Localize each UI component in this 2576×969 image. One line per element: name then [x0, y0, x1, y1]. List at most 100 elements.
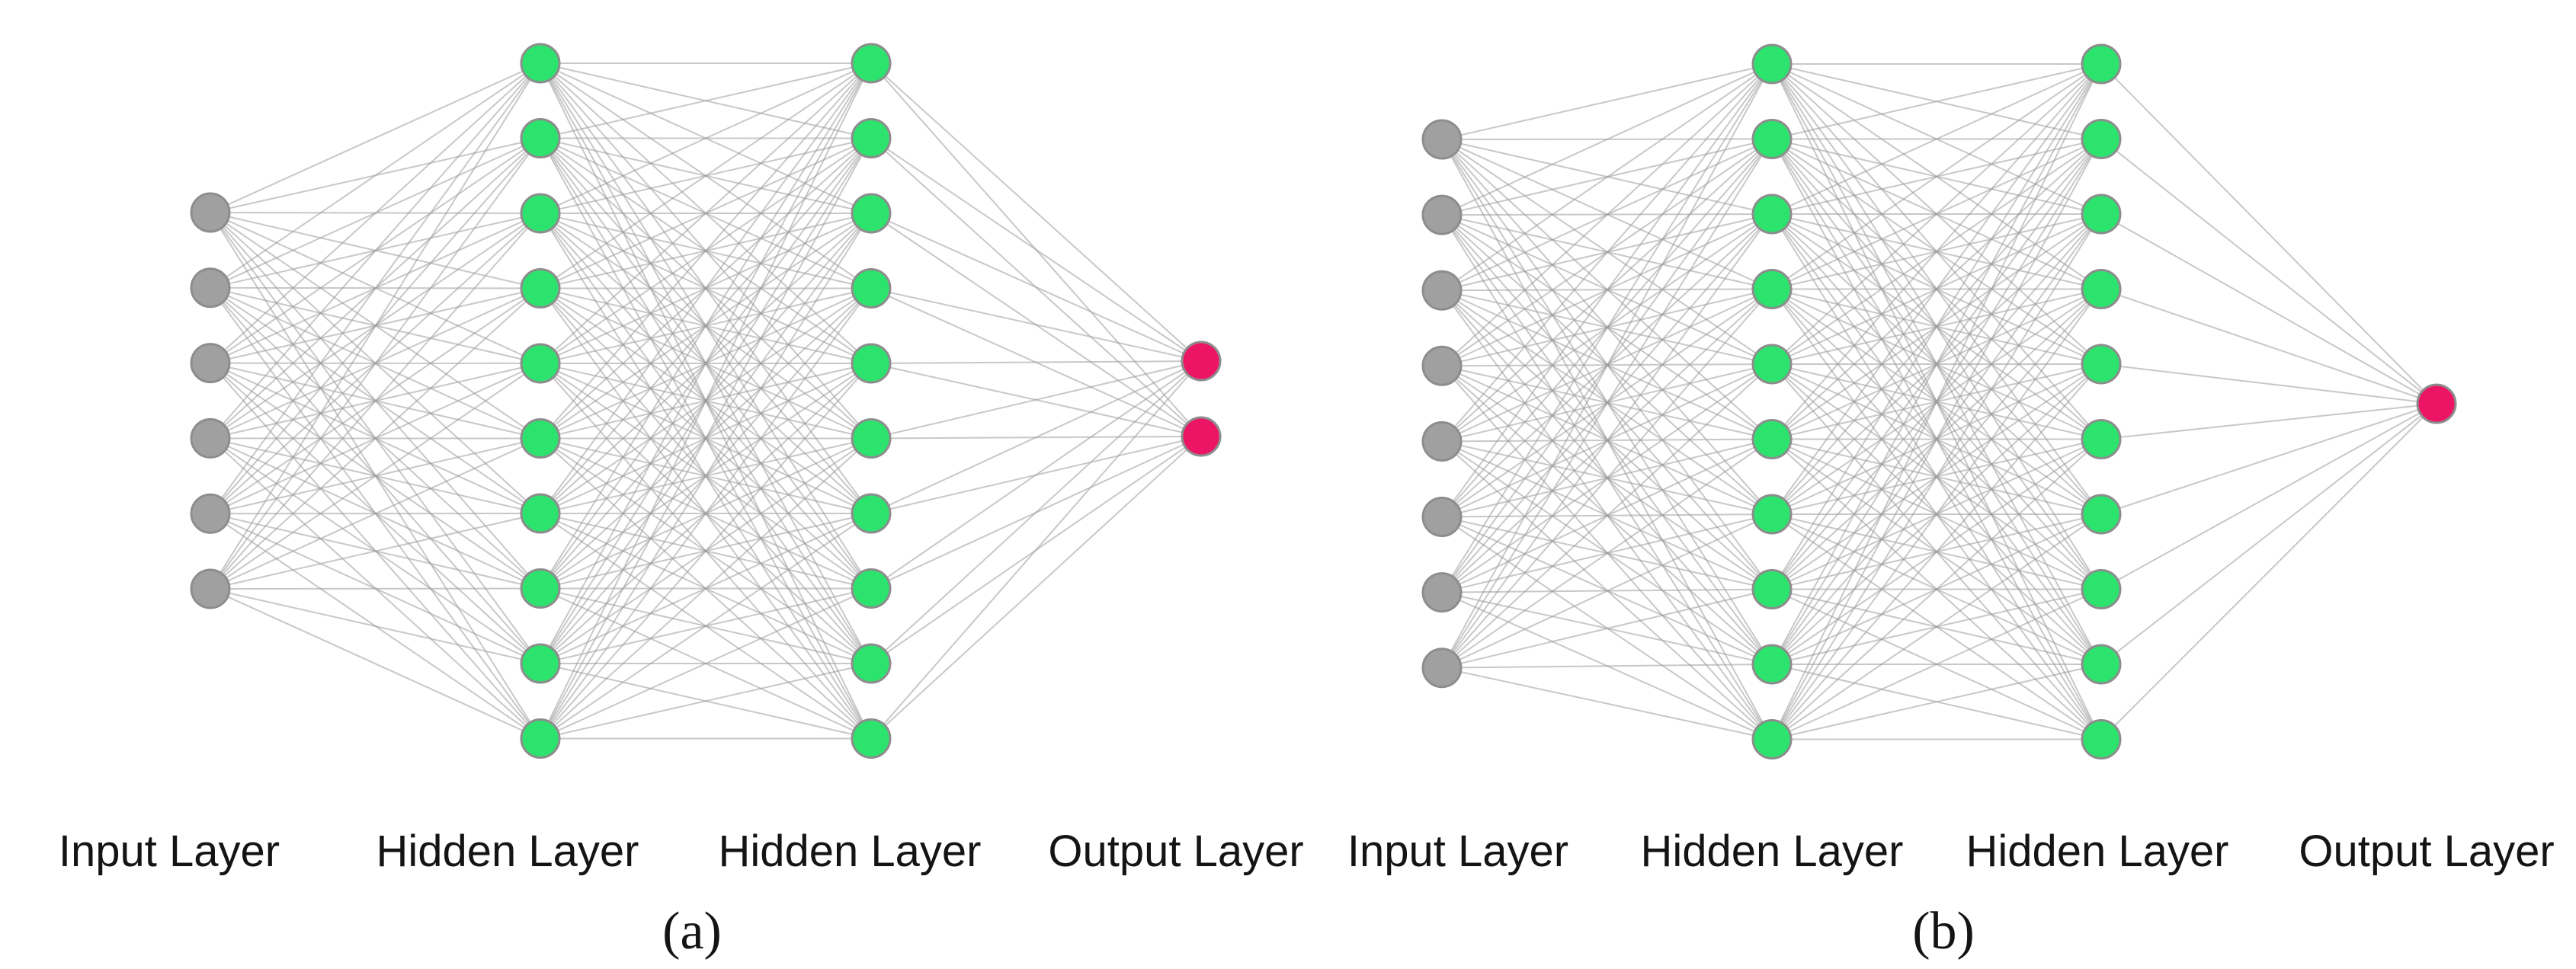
edges-layer [1441, 63, 2437, 740]
layer-label: Hidden Layer [376, 827, 639, 876]
hidden-node [851, 193, 892, 234]
edge [1441, 63, 1773, 518]
edge [210, 588, 541, 740]
edge [870, 436, 1202, 740]
hidden-node [2081, 569, 2122, 609]
edge [540, 363, 872, 740]
edge [2100, 288, 2437, 405]
edge [210, 287, 541, 590]
hidden-node [851, 118, 892, 158]
input-node [1421, 648, 1463, 689]
hidden-node [851, 418, 892, 459]
hidden-node [2081, 344, 2122, 385]
edge [2100, 403, 2437, 740]
input-node [190, 417, 231, 459]
hidden-node [1751, 494, 1793, 535]
edges-layer [210, 62, 1202, 740]
hidden-node [1751, 719, 1793, 760]
edge [540, 62, 872, 590]
hidden-node [520, 118, 561, 158]
edge [1441, 63, 1773, 216]
input-node [1421, 119, 1463, 160]
edge [540, 437, 872, 740]
edge [210, 62, 541, 213]
edge [210, 213, 541, 590]
edge [870, 360, 1202, 740]
output-node [2416, 383, 2457, 424]
hidden-node [1751, 269, 1793, 309]
hidden-node [1751, 419, 1793, 459]
hidden-node [520, 643, 561, 684]
edge [870, 360, 1202, 590]
hidden-node [1751, 344, 1793, 385]
hidden-node [520, 343, 561, 384]
edge [870, 360, 1202, 664]
hidden-node [1751, 119, 1793, 159]
nodes-layer [190, 43, 1222, 759]
edge [1441, 63, 1773, 367]
edge [1441, 63, 1773, 443]
edge [1441, 63, 1773, 669]
edge [540, 287, 872, 740]
edge [870, 360, 1202, 440]
edge [870, 213, 1202, 362]
edge [1771, 513, 2102, 740]
edge [1441, 63, 1773, 140]
hidden-node [520, 268, 561, 309]
edge [210, 363, 541, 590]
edge [1441, 664, 1773, 669]
edge [540, 213, 872, 740]
layer-label: Hidden Layer [1966, 827, 2229, 876]
edge [1771, 63, 2102, 740]
input-node [1421, 497, 1463, 537]
edge [1441, 438, 1773, 669]
edge [540, 62, 872, 289]
hidden-node [1751, 193, 1793, 235]
figure-caption-b: (b) [1912, 902, 1975, 961]
input-node [1421, 345, 1463, 386]
hidden-node [2081, 719, 2122, 760]
hidden-node [851, 718, 892, 759]
edge [1771, 588, 2102, 740]
edge [1441, 513, 1773, 669]
edge [210, 62, 541, 289]
input-node [1421, 572, 1463, 613]
edge [210, 513, 541, 590]
edge [1771, 213, 2102, 740]
edge [210, 437, 541, 590]
hidden-node [520, 418, 561, 459]
hidden-node [851, 493, 892, 534]
edge [540, 513, 872, 740]
input-node [190, 267, 231, 309]
hidden-node [2081, 269, 2122, 309]
hidden-node [851, 43, 892, 84]
hidden-node [2081, 193, 2122, 235]
edge [1771, 63, 2102, 665]
edge [1771, 63, 2102, 215]
edge [1771, 63, 2102, 365]
edge [870, 137, 1202, 362]
input-node [1421, 194, 1463, 235]
edge [1771, 288, 2102, 740]
edge [210, 588, 541, 664]
output-node [1181, 341, 1222, 382]
edge [1441, 213, 1773, 669]
edge [1441, 288, 1773, 669]
hidden-node [851, 643, 892, 684]
hidden-node [851, 343, 892, 384]
edge [210, 62, 541, 514]
edge [1771, 363, 2102, 740]
edge [2100, 363, 2437, 405]
edge [2100, 63, 2437, 405]
edge [1771, 63, 2102, 140]
edge [1441, 138, 1773, 669]
hidden-node [520, 193, 561, 234]
input-node [190, 192, 231, 233]
hidden-node [2081, 43, 2122, 85]
